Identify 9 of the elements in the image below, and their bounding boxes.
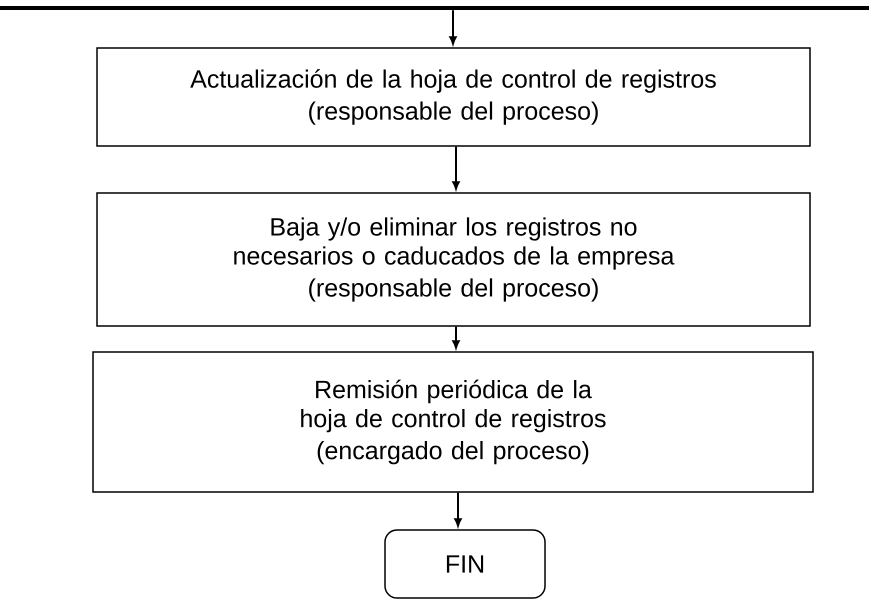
terminal-box: FIN (384, 529, 546, 599)
arrow (454, 492, 462, 526)
process-box: Baja y/o eliminar los registros no necesarios o caducados de la empresa (responsable del proceso) (96, 192, 811, 327)
arrow (452, 146, 460, 190)
arrow (449, 10, 457, 44)
process-box: Actualización de la hoja de control de registros (responsable del proceso) (96, 47, 811, 147)
top-bar (0, 6, 869, 10)
process-box: Remisión periódica de la hoja de control de registros (encargado del proceso) (92, 351, 814, 493)
arrow (452, 326, 460, 348)
